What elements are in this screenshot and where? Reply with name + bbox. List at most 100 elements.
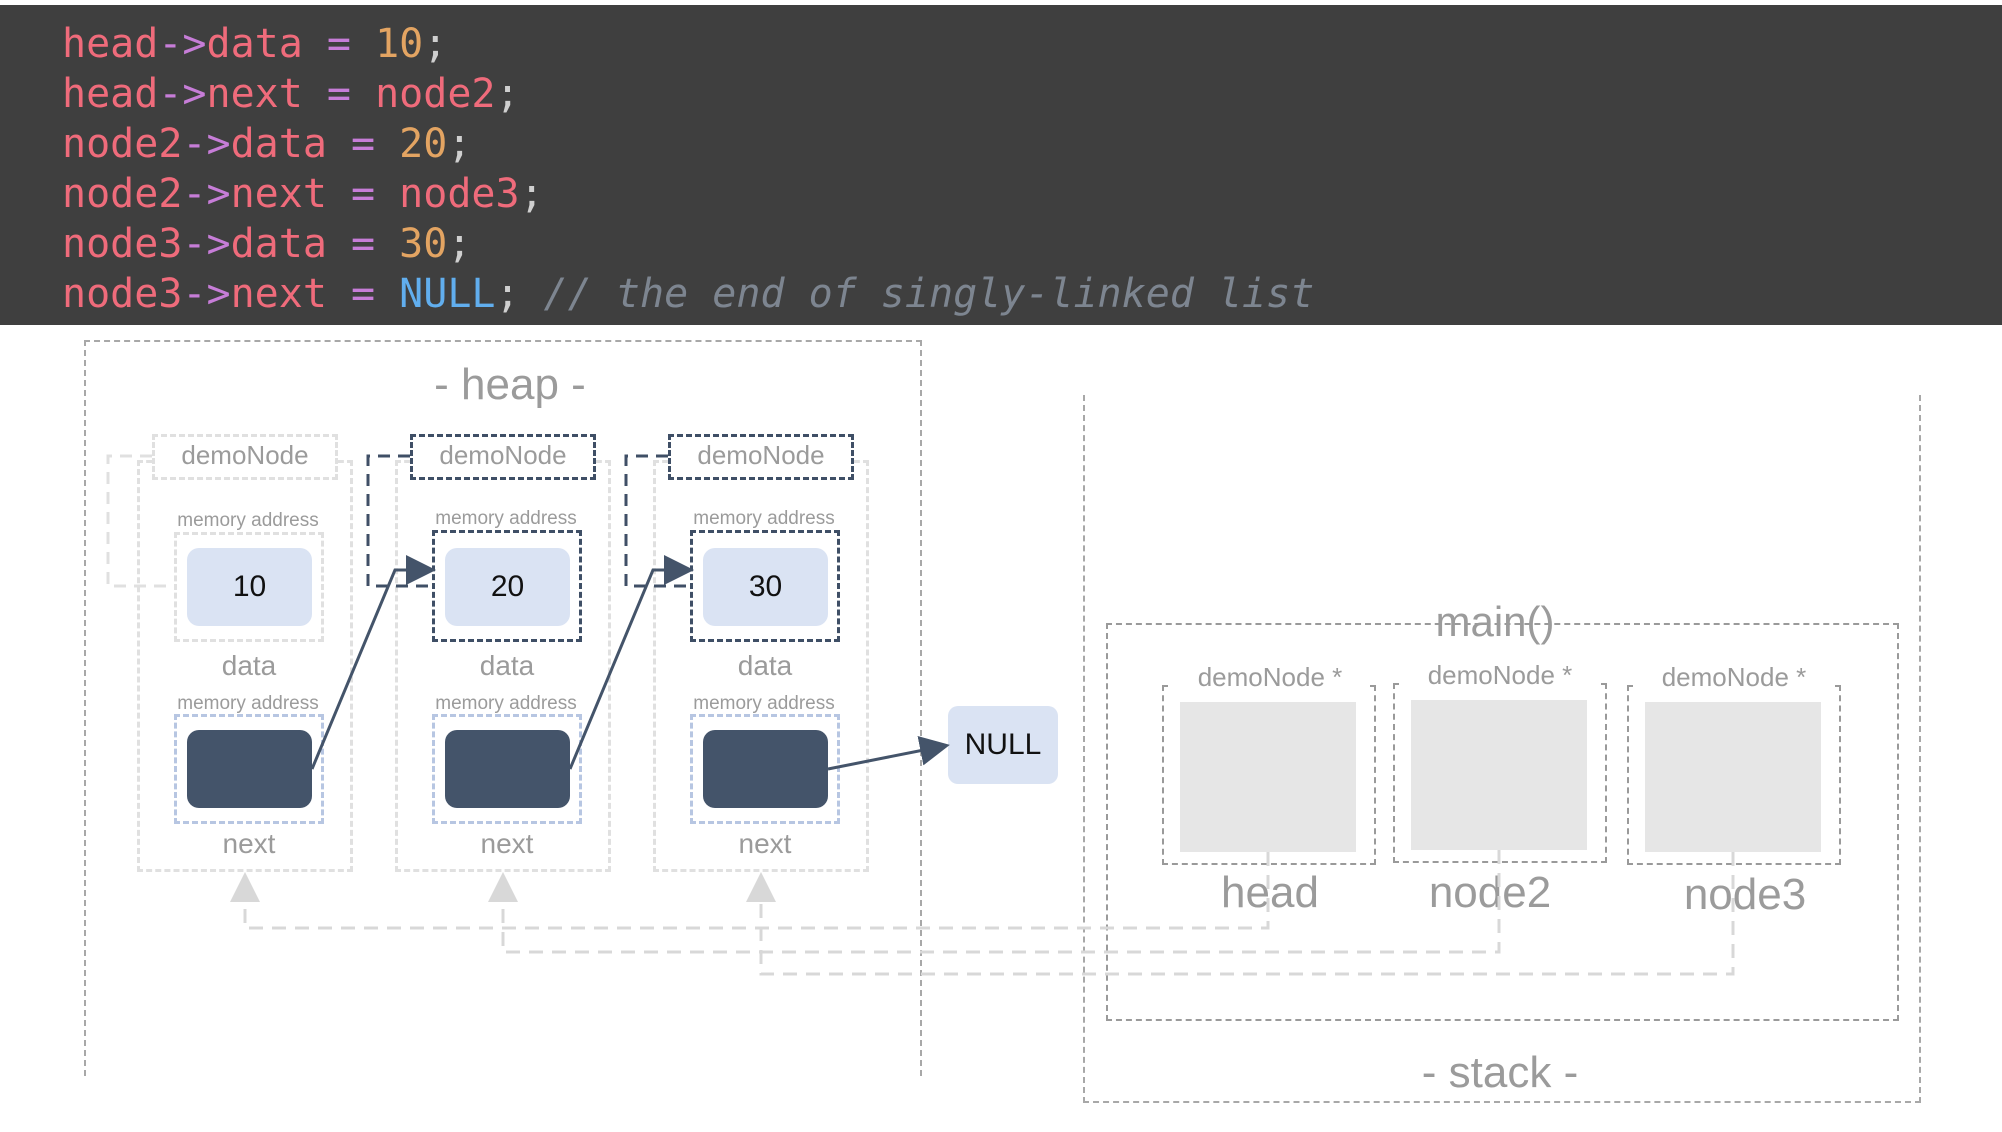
node-1-next-frame — [174, 714, 324, 824]
code-line: node3->data = 30; — [62, 219, 2002, 269]
node-2-next-addr-label: memory address — [435, 693, 577, 714]
main-frame-label: main() — [1435, 598, 1555, 645]
node-1-type-box — [152, 434, 338, 480]
arrow-node1-to-node2 — [310, 555, 436, 770]
node-2-link-bracket — [366, 454, 428, 588]
stack-region — [1083, 395, 1921, 1103]
code-token: data — [230, 221, 327, 267]
heap-region — [84, 340, 922, 1076]
code-token: node2 — [375, 71, 496, 117]
node-3-next-frame — [690, 714, 840, 824]
code-block: head->data = 10; head->next = node2; nod… — [0, 5, 2002, 325]
node-2-type-box — [410, 434, 596, 480]
code-token: 10 — [375, 21, 424, 67]
stack-var-node2-name: node2 — [1428, 868, 1552, 917]
node-1-next-pointer — [187, 730, 312, 808]
code-token: 20 — [399, 121, 448, 167]
node-1-data-frame — [174, 532, 324, 642]
ref-head-to-node1 — [230, 852, 1270, 930]
code-token: data — [206, 21, 303, 67]
node-1-data-value: 10 — [187, 548, 312, 626]
code-token: NULL — [399, 271, 496, 317]
code-token: node3 — [399, 171, 520, 217]
code-token: -> — [182, 271, 231, 317]
node-2-next-frame — [432, 714, 582, 824]
code-token: ; — [519, 171, 544, 217]
code-token: ; — [447, 221, 472, 267]
code-line: node2->next = node3; — [62, 169, 2002, 219]
stack-title: - stack - — [1421, 1048, 1579, 1097]
code-token: = — [326, 171, 400, 217]
node-2-next-label: next — [480, 828, 534, 859]
code-token: -> — [182, 171, 231, 217]
code-token: node2 — [62, 121, 183, 167]
code-token: ; — [495, 71, 520, 117]
stack-var-head-slot — [1180, 702, 1356, 852]
code-token: ; — [423, 21, 448, 67]
code-line: head->next = node2; — [62, 69, 2002, 119]
code-token: 30 — [399, 221, 448, 267]
node-2-data-label: data — [479, 650, 535, 681]
code-line: node2->data = 20; — [62, 119, 2002, 169]
code-token: -> — [182, 121, 231, 167]
node-3-data-value: 30 — [703, 548, 828, 626]
heap-title: - heap - — [434, 360, 586, 409]
code-token: next — [230, 271, 327, 317]
code-token: = — [302, 21, 376, 67]
node-3-next-addr-label: memory address — [693, 693, 835, 714]
main-frame — [1106, 623, 1899, 1021]
stack-var-node3-type: demoNode * — [1634, 662, 1834, 693]
stack-var-node3-slot — [1645, 702, 1821, 852]
node-3-data-frame — [690, 530, 840, 642]
code-token: = — [326, 221, 400, 267]
node-1-data-addr-label: memory address — [177, 510, 319, 531]
stack-var-head-name: head — [1221, 868, 1319, 917]
code-token: node3 — [62, 271, 183, 317]
node-3-link-bracket — [624, 454, 686, 588]
code-token: head — [62, 71, 159, 117]
ref-node2-to-node2 — [488, 850, 1501, 954]
node-3-type-box — [668, 434, 854, 480]
node-2-type-label: demoNode — [439, 440, 567, 470]
code-token: next — [230, 171, 327, 217]
stack-var-node3-name: node3 — [1683, 870, 1807, 919]
node-2-next-pointer — [445, 730, 570, 808]
code-token: = — [302, 71, 376, 117]
null-box: NULL — [948, 706, 1058, 784]
stack-var-node2-slot — [1411, 700, 1587, 850]
arrow-node2-to-node3 — [568, 555, 694, 770]
code-token: -> — [158, 21, 207, 67]
code-token: data — [230, 121, 327, 167]
code-token: = — [326, 121, 400, 167]
code-token: ; — [495, 271, 544, 317]
node-3-data-addr-label: memory address — [693, 508, 835, 529]
code-token: node3 — [62, 221, 183, 267]
node-3-type-label: demoNode — [697, 440, 825, 470]
node-3-next-label: next — [738, 828, 792, 859]
code-token: -> — [158, 71, 207, 117]
node-2-data-frame — [432, 530, 582, 642]
node-2-data-addr-label: memory address — [435, 508, 577, 529]
code-line: node3->next = NULL; // the end of singly… — [62, 269, 2002, 319]
node-1-data-label: data — [221, 650, 277, 681]
node-2-data-value: 20 — [445, 548, 570, 626]
stack-var-node2-type: demoNode * — [1400, 660, 1600, 691]
code-token: next — [206, 71, 303, 117]
node-1-link-bracket — [106, 454, 170, 588]
node-1-type-label: demoNode — [181, 440, 309, 470]
code-token: node2 — [62, 171, 183, 217]
node-1-next-addr-label: memory address — [177, 693, 319, 714]
ref-node3-to-node3 — [746, 852, 1735, 976]
code-line: head->data = 10; — [62, 19, 2002, 69]
node-1-next-label: next — [222, 828, 276, 859]
code-token: = — [326, 271, 400, 317]
code-token: // the end of singly-linked list — [543, 271, 1315, 317]
code-token: -> — [182, 221, 231, 267]
node-3-next-pointer — [703, 730, 828, 808]
arrow-node3-to-null — [827, 735, 950, 771]
node-3-data-label: data — [737, 650, 793, 681]
code-token: head — [62, 21, 159, 67]
stack-var-head-type: demoNode * — [1170, 662, 1370, 693]
